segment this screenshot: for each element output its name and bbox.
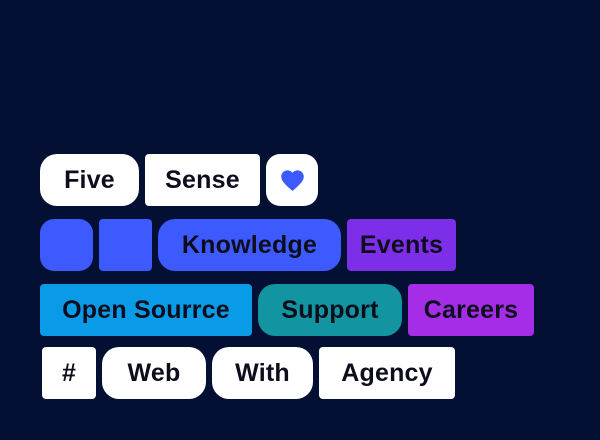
heart-button[interactable] — [266, 154, 318, 206]
chip-row-3: Open Sourrce Support Careers — [40, 284, 534, 336]
chip-sense[interactable]: Sense — [145, 154, 260, 206]
chip-row-1: Five Sense — [40, 154, 318, 206]
chip-five[interactable]: Five — [40, 154, 139, 206]
blue-tile-square — [99, 219, 152, 271]
chip-with[interactable]: With — [212, 347, 313, 399]
chip-careers[interactable]: Careers — [408, 284, 534, 336]
chip-support[interactable]: Support — [258, 284, 402, 336]
heart-icon — [280, 169, 304, 191]
chip-row-2: Knowledge Events — [40, 219, 456, 271]
blue-tile-rounded — [40, 219, 93, 271]
chip-hash[interactable]: # — [42, 347, 96, 399]
chip-row-4: # Web With Agency — [42, 347, 455, 399]
chip-knowledge[interactable]: Knowledge — [158, 219, 341, 271]
chip-events[interactable]: Events — [347, 219, 456, 271]
chip-open-sourrce[interactable]: Open Sourrce — [40, 284, 252, 336]
chip-agency[interactable]: Agency — [319, 347, 455, 399]
chip-web[interactable]: Web — [102, 347, 206, 399]
